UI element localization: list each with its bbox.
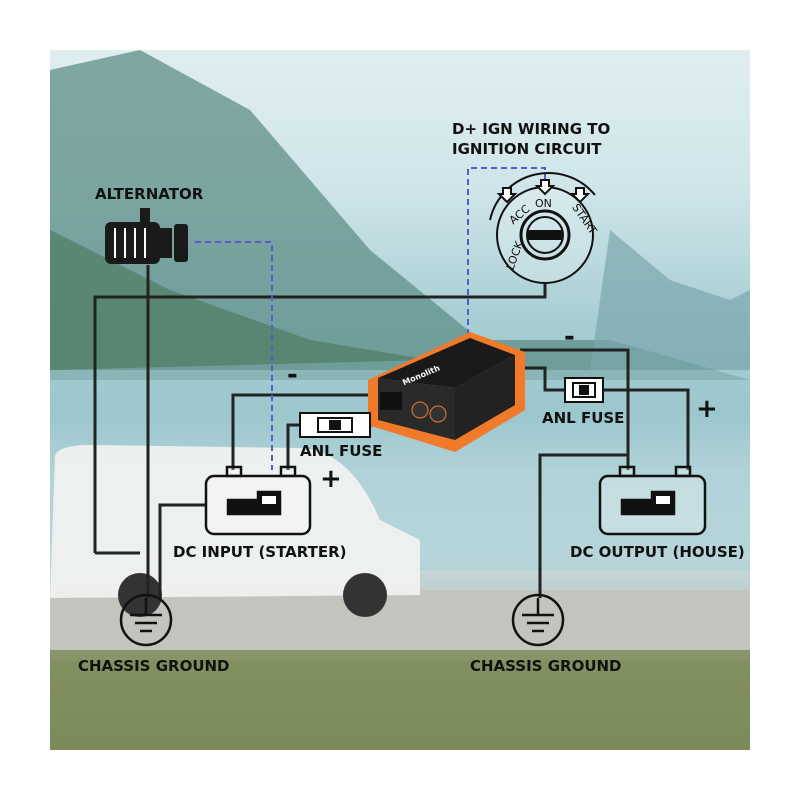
alternator-ignition-wire: [93, 282, 547, 553]
house-ground-wire: [538, 453, 628, 598]
dc-dc-charger-device: Monolith: [368, 332, 525, 452]
d-plus-signal-wire: [195, 241, 273, 470]
starter-battery-icon: [204, 465, 312, 536]
house-fuse-wire: [525, 366, 568, 392]
anl-fuse-right-label: ANL FUSE: [542, 409, 625, 427]
ignition-label-line1: D+ IGN WIRING TO: [452, 120, 611, 138]
chassis-ground-right-icon: [511, 593, 565, 647]
positive-sign-left: +: [320, 464, 342, 494]
alternator-icon: [105, 208, 188, 264]
dc-input-label: DC INPUT (STARTER): [173, 543, 347, 561]
motorhome: [50, 445, 420, 617]
anl-fuse-right-icon: [564, 377, 604, 403]
chassis-ground-right-label: CHASSIS GROUND: [470, 657, 622, 675]
starter-negative-wire: [231, 393, 378, 470]
dc-output-label: DC OUTPUT (HOUSE): [570, 543, 745, 561]
house-negative-wire: [520, 348, 630, 470]
ignition-switch-icon: [489, 172, 596, 284]
negative-sign-right: -: [564, 322, 575, 352]
chassis-ground-left-label: CHASSIS GROUND: [78, 657, 230, 675]
house-battery-icon: [598, 465, 707, 536]
starter-ground-wire: [158, 503, 205, 598]
background-photo: [50, 50, 750, 750]
anl-fuse-left-label: ANL FUSE: [300, 442, 383, 460]
anl-fuse-left-icon: [299, 412, 371, 438]
landscape: [50, 50, 750, 750]
ignition-label-line2: IGNITION CIRCUIT: [452, 140, 602, 158]
negative-sign-left: -: [287, 360, 298, 390]
alternator-label: ALTERNATOR: [95, 185, 204, 203]
chassis-ground-left-icon: [119, 593, 173, 647]
ignition-position-on: ON: [535, 197, 552, 210]
positive-sign-right: +: [696, 394, 718, 424]
